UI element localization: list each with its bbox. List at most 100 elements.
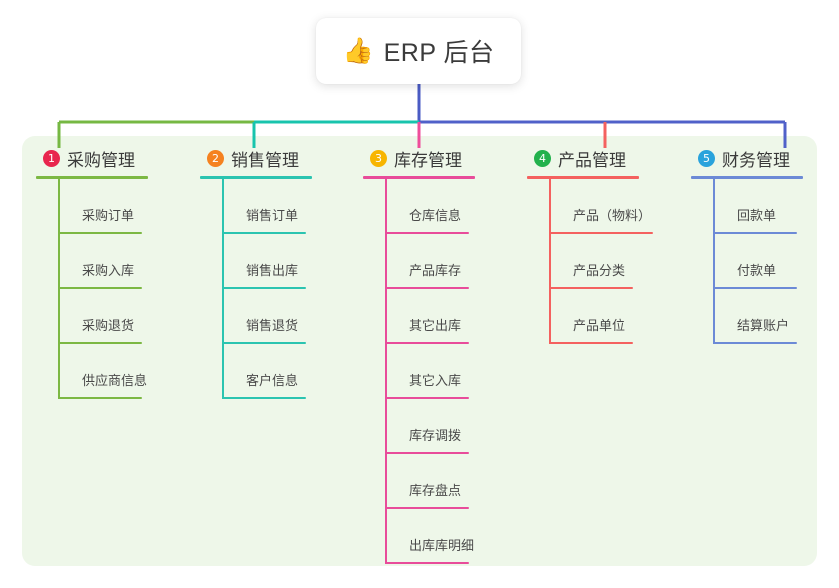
item-spine xyxy=(385,454,387,509)
list-item-label: 产品分类 xyxy=(573,263,626,278)
item-underline xyxy=(385,452,469,454)
list-item-label: 付款单 xyxy=(737,263,777,278)
list-item[interactable]: 回款单 xyxy=(713,179,839,234)
item-spine xyxy=(58,289,60,344)
item-underline xyxy=(58,342,142,344)
list-item[interactable]: 采购退货 xyxy=(58,289,196,344)
list-item[interactable]: 仓库信息 xyxy=(385,179,523,234)
item-underline xyxy=(385,562,469,564)
item-underline xyxy=(385,397,469,399)
item-underline xyxy=(385,232,469,234)
column-header[interactable]: 5 财务管理 xyxy=(691,145,839,171)
list-item-label: 销售出库 xyxy=(246,263,299,278)
item-underline xyxy=(58,287,142,289)
list-item[interactable]: 销售订单 xyxy=(222,179,360,234)
item-spine xyxy=(385,179,387,234)
list-item[interactable]: 结算账户 xyxy=(713,289,839,344)
item-underline xyxy=(222,342,306,344)
column-number-badge: 4 xyxy=(534,149,551,167)
column-underline xyxy=(200,176,312,179)
column-items: 回款单付款单结算账户 xyxy=(691,179,839,344)
list-item-label: 销售订单 xyxy=(246,208,299,223)
list-item[interactable]: 库存调拨 xyxy=(385,399,523,454)
item-underline xyxy=(58,397,142,399)
list-item-label: 采购入库 xyxy=(82,263,135,278)
column-items: 销售订单销售出库销售退货客户信息 xyxy=(200,179,360,399)
item-spine xyxy=(58,234,60,289)
column-items: 仓库信息产品库存其它出库其它入库库存调拨库存盘点出库库明细 xyxy=(363,179,523,564)
item-underline xyxy=(222,287,306,289)
list-item[interactable]: 产品库存 xyxy=(385,234,523,289)
list-item[interactable]: 其它出库 xyxy=(385,289,523,344)
column-header[interactable]: 4 产品管理 xyxy=(527,145,687,171)
list-item-label: 供应商信息 xyxy=(82,373,148,388)
item-spine xyxy=(549,234,551,289)
column-5: 5 财务管理回款单付款单结算账户 xyxy=(691,145,839,344)
list-item[interactable]: 产品（物料） xyxy=(549,179,687,234)
list-item-label: 仓库信息 xyxy=(409,208,462,223)
list-item-label: 客户信息 xyxy=(246,373,299,388)
item-spine xyxy=(222,344,224,399)
column-title: 产品管理 xyxy=(558,150,626,170)
list-item[interactable]: 付款单 xyxy=(713,234,839,289)
list-item-label: 采购订单 xyxy=(82,208,135,223)
column-underline xyxy=(363,176,475,179)
thumbs-up-icon: 👍 xyxy=(342,36,374,65)
list-item[interactable]: 库存盘点 xyxy=(385,454,523,509)
list-item-label: 库存盘点 xyxy=(409,483,462,498)
list-item-label: 结算账户 xyxy=(737,318,790,333)
item-spine xyxy=(385,234,387,289)
column-4: 4 产品管理产品（物料） 产品分类产品单位 xyxy=(527,145,687,344)
column-number-badge: 5 xyxy=(698,149,715,167)
list-item[interactable]: 客户信息 xyxy=(222,344,360,399)
item-spine xyxy=(222,234,224,289)
column-title: 库存管理 xyxy=(394,150,462,170)
list-item[interactable]: 出库库明细 xyxy=(385,509,523,564)
list-item[interactable]: 供应商信息 xyxy=(58,344,196,399)
list-item[interactable]: 产品分类 xyxy=(549,234,687,289)
diagram-panel xyxy=(22,136,817,566)
list-item[interactable]: 销售退货 xyxy=(222,289,360,344)
list-item-label: 产品（物料） xyxy=(573,208,652,223)
column-underline xyxy=(691,176,803,179)
item-underline xyxy=(549,232,653,234)
item-spine xyxy=(385,344,387,399)
list-item-label: 其它入库 xyxy=(409,373,462,388)
column-title: 财务管理 xyxy=(722,150,790,170)
list-item[interactable]: 其它入库 xyxy=(385,344,523,399)
list-item-label: 产品单位 xyxy=(573,318,626,333)
item-spine xyxy=(58,179,60,234)
column-title: 采购管理 xyxy=(67,150,135,170)
item-spine xyxy=(549,179,551,234)
list-item-label: 回款单 xyxy=(737,208,777,223)
item-spine xyxy=(713,289,715,344)
item-spine xyxy=(222,289,224,344)
list-item[interactable]: 产品单位 xyxy=(549,289,687,344)
item-underline xyxy=(385,507,469,509)
page-title: ERP 后台 xyxy=(383,39,495,67)
column-items: 采购订单采购入库采购退货供应商信息 xyxy=(36,179,196,399)
root-node[interactable]: 👍 ERP 后台 xyxy=(316,18,521,84)
column-number-badge: 1 xyxy=(43,149,60,167)
column-title: 销售管理 xyxy=(231,150,299,170)
item-underline xyxy=(549,342,633,344)
item-underline xyxy=(222,232,306,234)
list-item[interactable]: 采购入库 xyxy=(58,234,196,289)
column-1: 1 采购管理采购订单采购入库采购退货供应商信息 xyxy=(36,145,196,399)
item-spine xyxy=(713,179,715,234)
list-item-label: 销售退货 xyxy=(246,318,299,333)
list-item-label: 出库库明细 xyxy=(409,538,475,553)
list-item-label: 采购退货 xyxy=(82,318,135,333)
column-header[interactable]: 1 采购管理 xyxy=(36,145,196,171)
item-spine xyxy=(58,344,60,399)
item-spine xyxy=(549,289,551,344)
list-item-label: 其它出库 xyxy=(409,318,462,333)
item-spine xyxy=(385,289,387,344)
list-item-label: 库存调拨 xyxy=(409,428,462,443)
list-item[interactable]: 销售出库 xyxy=(222,234,360,289)
list-item[interactable]: 采购订单 xyxy=(58,179,196,234)
item-underline xyxy=(385,287,469,289)
